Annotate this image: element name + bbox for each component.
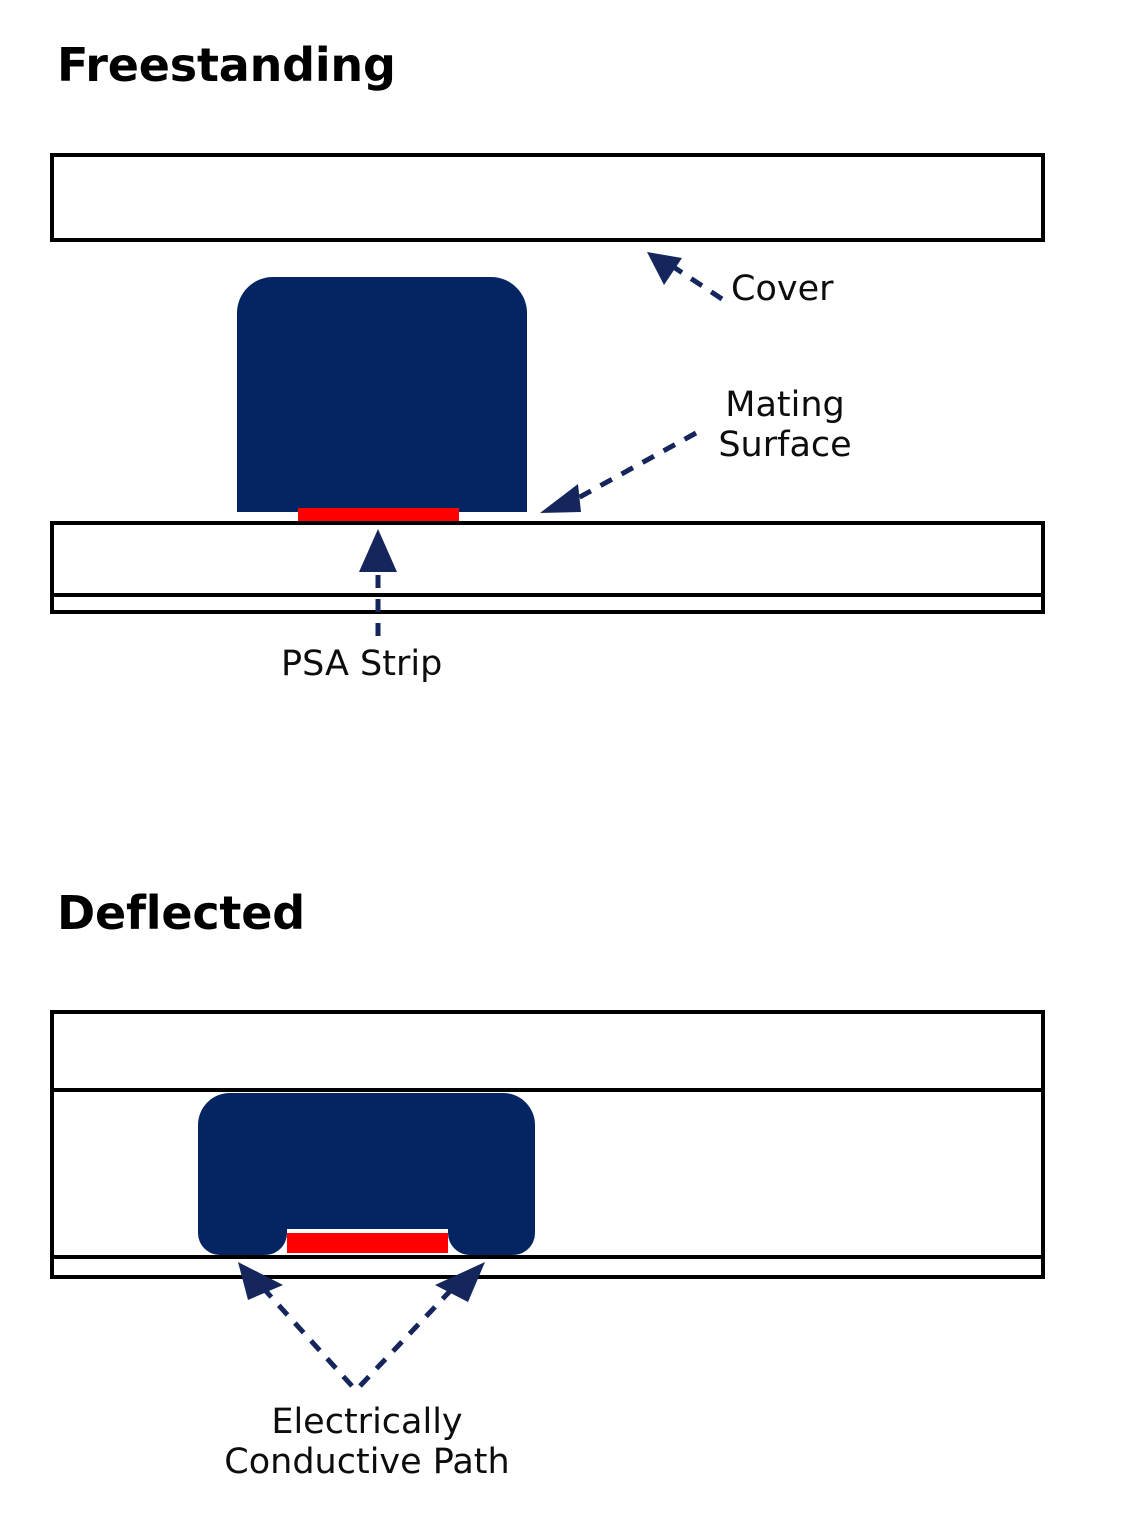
conductive-path-arrowhead-left-icon bbox=[238, 1262, 283, 1300]
annotation-conductive-path-line1: Electrically bbox=[271, 1402, 463, 1442]
conductive-path-leader-right bbox=[358, 1287, 454, 1388]
deflected-assembly bbox=[50, 1010, 1045, 1388]
mating-surface-arrowhead-icon bbox=[540, 484, 581, 513]
annotation-psa-strip: PSA Strip bbox=[281, 644, 443, 684]
annotation-mating-surface-line2: Surface bbox=[718, 425, 852, 466]
freestanding-psa-strip bbox=[298, 508, 459, 525]
annotation-mating-surface-line1: Mating bbox=[725, 385, 845, 425]
freestanding-base-layer-bar bbox=[50, 593, 1045, 614]
annotation-cover: Cover bbox=[731, 269, 834, 309]
deflected-base-layer-bar bbox=[50, 1255, 1045, 1279]
deflected-cover-bar bbox=[50, 1010, 1045, 1092]
annotation-mating-surface: Mating Surface bbox=[705, 385, 865, 466]
section-title-freestanding: Freestanding bbox=[57, 38, 396, 92]
annotation-conductive-path-line2: Conductive Path bbox=[224, 1442, 510, 1483]
freestanding-cover-bar bbox=[50, 153, 1045, 242]
annotation-conductive-path: Electrically Conductive Path bbox=[200, 1402, 534, 1483]
deflected-psa-strip bbox=[287, 1233, 448, 1253]
conductive-path-leader-left bbox=[262, 1287, 354, 1388]
deflected-gasket-body bbox=[198, 1093, 535, 1255]
freestanding-assembly bbox=[50, 153, 1045, 636]
cover-arrowhead-icon bbox=[647, 252, 682, 285]
mating-surface-leader-line bbox=[576, 430, 698, 501]
psa-strip-arrowhead-icon bbox=[359, 529, 397, 572]
freestanding-substrate-bar bbox=[50, 521, 1045, 597]
freestanding-gasket-body bbox=[237, 277, 527, 512]
conductive-path-arrowhead-right-icon bbox=[435, 1262, 485, 1302]
cover-leader-line bbox=[664, 259, 724, 302]
section-title-deflected: Deflected bbox=[57, 886, 305, 940]
